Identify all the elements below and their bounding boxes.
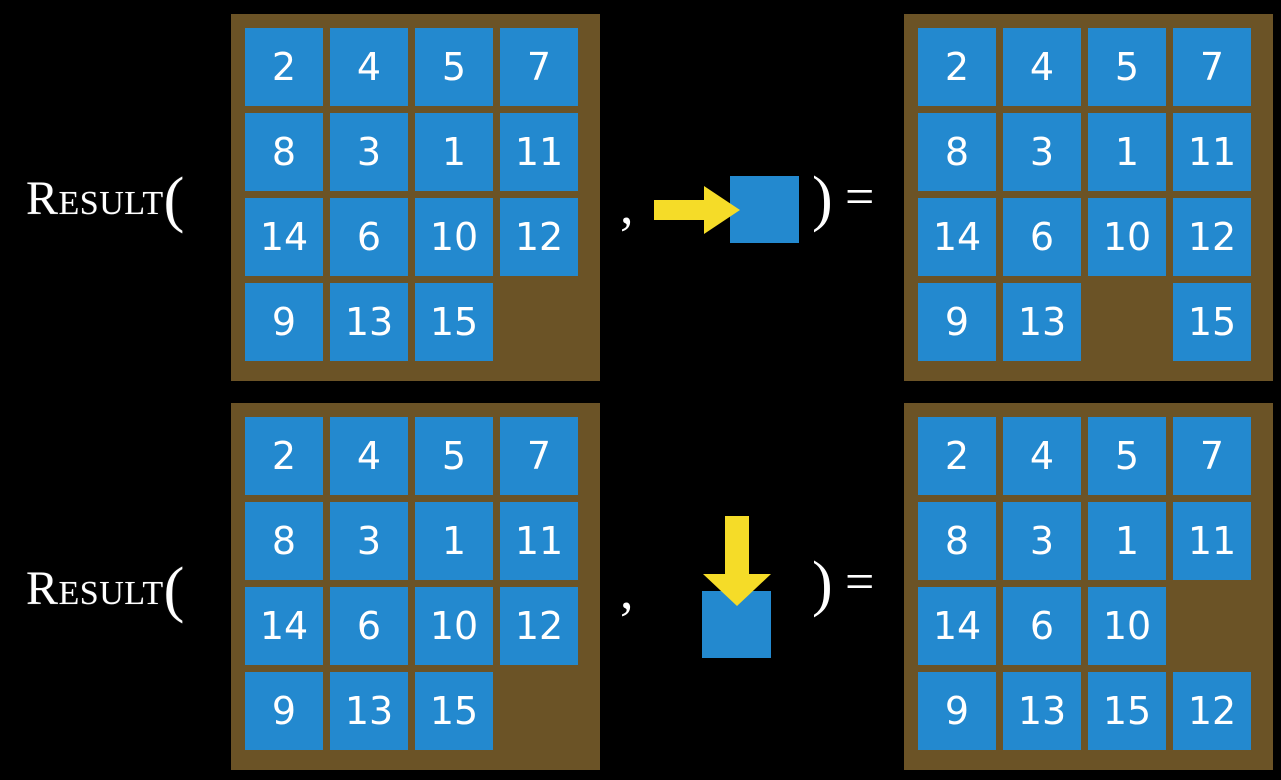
tile[interactable]: 8 [245,113,323,191]
close-paren-top: ) [812,165,833,233]
tile[interactable]: 3 [330,113,408,191]
tile[interactable]: 4 [330,28,408,106]
tile[interactable]: 8 [918,113,996,191]
equation-row-bottom: Result( 2 4 5 7 8 3 1 11 14 6 10 12 9 13… [0,390,1281,780]
move-right-tile[interactable] [730,176,799,243]
tile[interactable]: 7 [500,28,578,106]
tile[interactable]: 8 [245,502,323,580]
output-board-top: 2 4 5 7 8 3 1 11 14 6 10 12 9 13 15 [904,14,1273,381]
tile[interactable]: 3 [1003,502,1081,580]
tile[interactable]: 15 [1173,283,1251,361]
input-board-top: 2 4 5 7 8 3 1 11 14 6 10 12 9 13 15 [231,14,600,381]
tile[interactable]: 6 [1003,198,1081,276]
tile[interactable]: 15 [415,672,493,750]
tile[interactable]: 2 [245,417,323,495]
tile[interactable]: 11 [500,113,578,191]
comma-top: , [620,175,634,235]
arrow-down-icon [703,516,771,606]
tile[interactable]: 5 [1088,28,1166,106]
equation-row-top: Result( 2 4 5 7 8 3 1 11 14 6 10 12 9 13… [26,14,1273,381]
tile[interactable]: 10 [415,198,493,276]
tile[interactable]: 15 [415,283,493,361]
tile[interactable]: 1 [1088,113,1166,191]
output-board-bottom: 2 4 5 7 8 3 1 11 14 6 10 9 13 15 12 [904,403,1273,770]
tile[interactable]: 9 [245,672,323,750]
tile[interactable]: 1 [415,502,493,580]
tile[interactable]: 15 [1088,672,1166,750]
input-board-bottom: 2 4 5 7 8 3 1 11 14 6 10 12 9 13 15 [231,403,600,770]
tile[interactable]: 14 [245,587,323,665]
empty-slot [1173,587,1251,665]
result-word-top: Result [26,172,164,225]
tile[interactable]: 6 [330,587,408,665]
close-paren-bottom: ) [812,550,833,618]
result-label-top: Result( [26,169,185,231]
tile[interactable]: 9 [918,283,996,361]
tile[interactable]: 12 [500,198,578,276]
tile[interactable]: 3 [330,502,408,580]
tile[interactable]: 14 [918,198,996,276]
tile[interactable]: 10 [1088,587,1166,665]
tile[interactable]: 13 [330,283,408,361]
tile[interactable]: 6 [330,198,408,276]
tile[interactable]: 11 [1173,113,1251,191]
tile[interactable]: 13 [1003,283,1081,361]
tile[interactable]: 9 [245,283,323,361]
empty-slot [500,283,578,361]
arrow-right-icon [654,186,740,234]
tile[interactable]: 6 [1003,587,1081,665]
comma-bottom: , [620,560,634,620]
equals-bottom: = [845,554,875,611]
tile[interactable]: 9 [918,672,996,750]
tile[interactable]: 2 [245,28,323,106]
open-paren-bottom: ( [163,556,185,624]
tile[interactable]: 1 [1088,502,1166,580]
empty-slot [1088,283,1166,361]
tile[interactable]: 14 [245,198,323,276]
tile[interactable]: 3 [1003,113,1081,191]
tile[interactable]: 12 [1173,672,1251,750]
tile[interactable]: 4 [1003,417,1081,495]
tile[interactable]: 5 [1088,417,1166,495]
tile[interactable]: 4 [1003,28,1081,106]
tile[interactable]: 5 [415,28,493,106]
result-label-bottom: Result( [26,559,185,621]
tile[interactable]: 11 [500,502,578,580]
tile[interactable]: 5 [415,417,493,495]
empty-slot [500,672,578,750]
tile[interactable]: 13 [330,672,408,750]
open-paren-top: ( [163,166,185,234]
tile[interactable]: 8 [918,502,996,580]
tile[interactable]: 7 [1173,28,1251,106]
tile[interactable]: 14 [918,587,996,665]
tile[interactable]: 10 [1088,198,1166,276]
result-word-bottom: Result [26,562,164,615]
equals-top: = [845,169,875,226]
tile[interactable]: 7 [500,417,578,495]
tile[interactable]: 12 [1173,198,1251,276]
tile[interactable]: 13 [1003,672,1081,750]
tile[interactable]: 4 [330,417,408,495]
tile[interactable]: 12 [500,587,578,665]
tile[interactable]: 1 [415,113,493,191]
tile[interactable]: 2 [918,417,996,495]
tile[interactable]: 11 [1173,502,1251,580]
tile[interactable]: 2 [918,28,996,106]
tile[interactable]: 10 [415,587,493,665]
tile[interactable]: 7 [1173,417,1251,495]
